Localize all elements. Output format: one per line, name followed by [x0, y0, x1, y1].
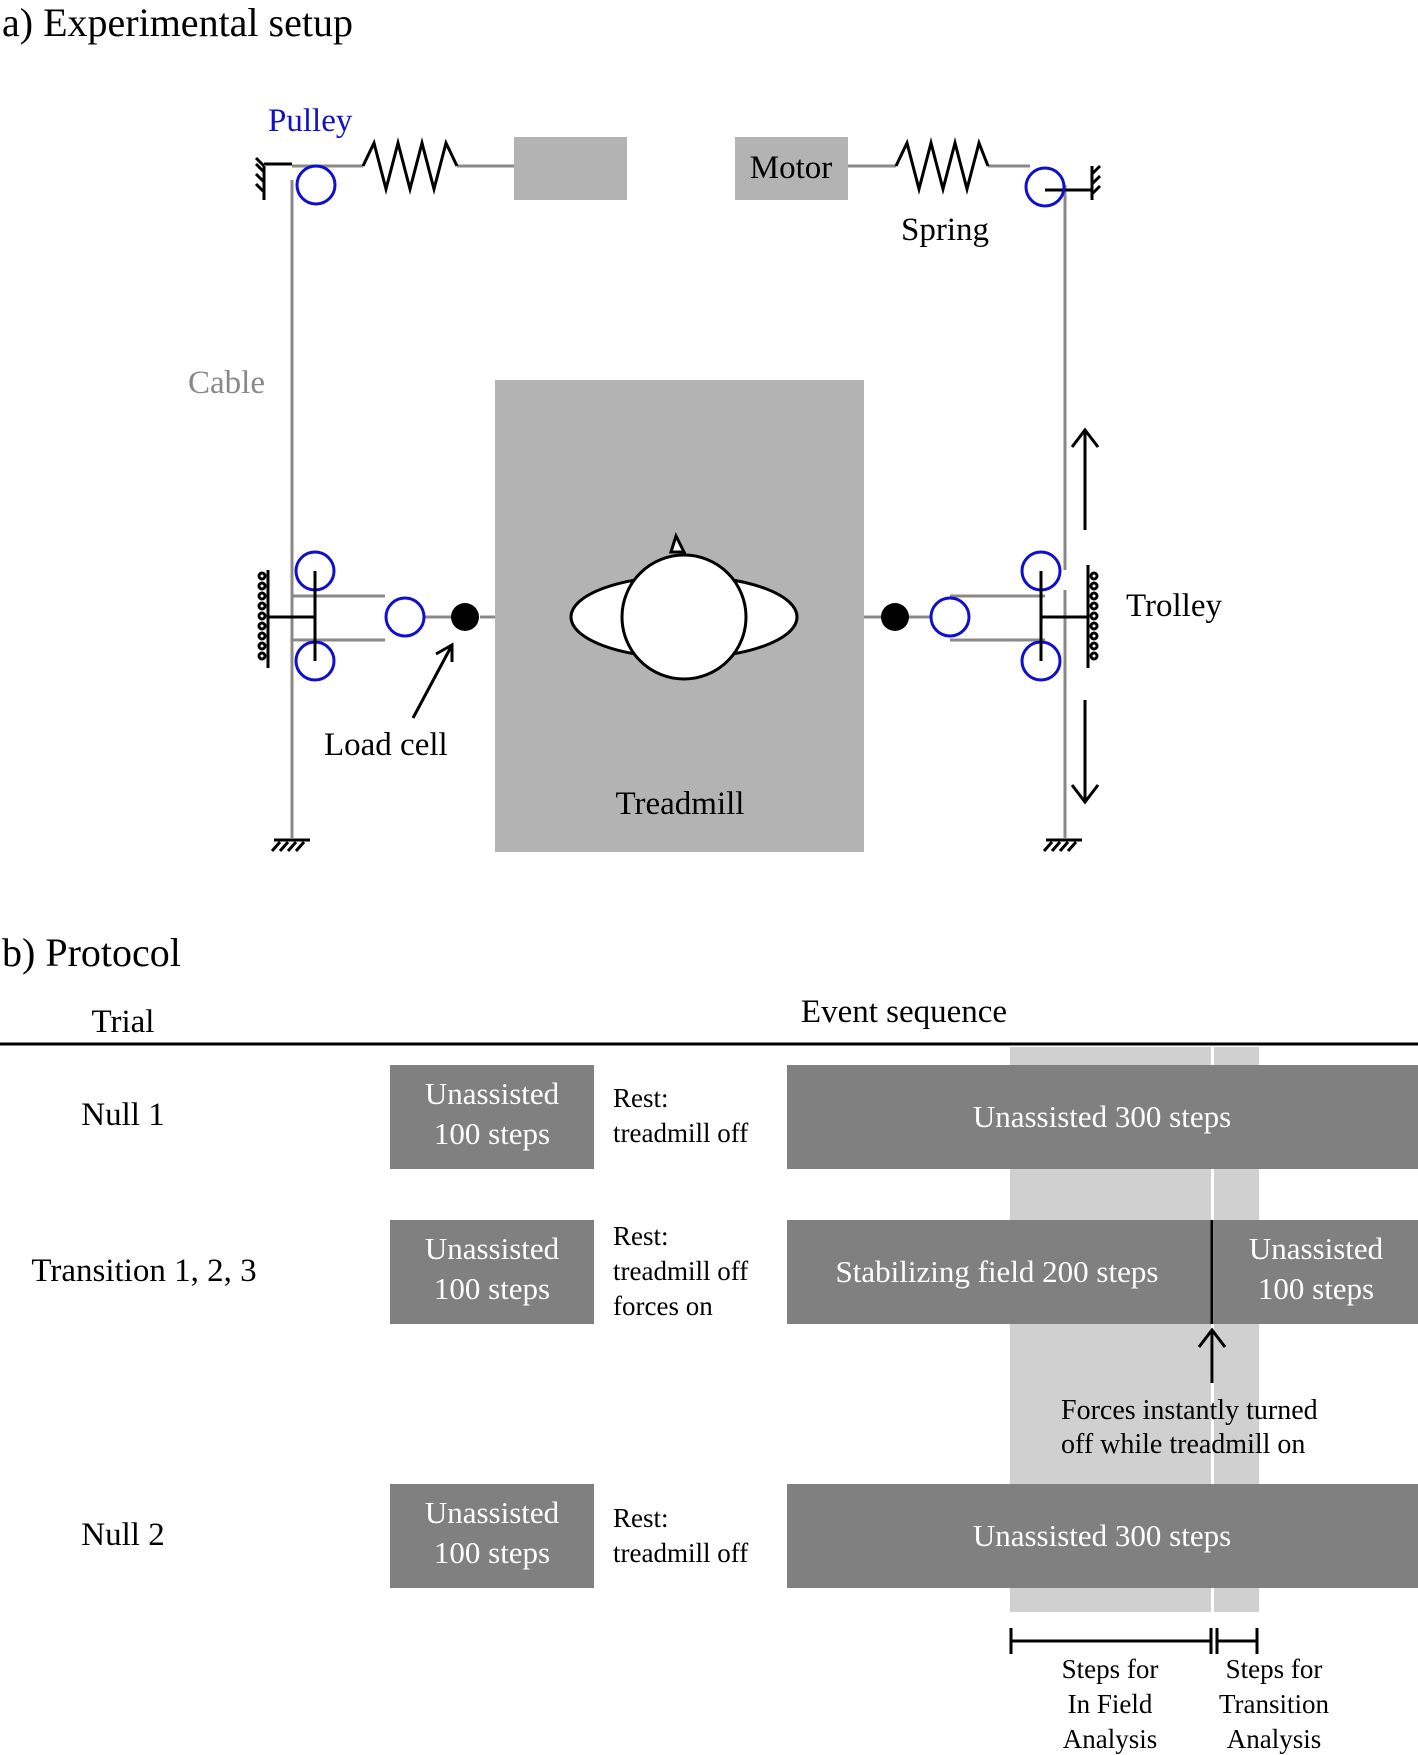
- trial-header: Trial: [92, 1004, 155, 1040]
- in-field-line2: In Field: [1068, 1689, 1153, 1719]
- annotation-line2: off while treadmill on: [1061, 1429, 1305, 1460]
- treadmill-label: Treadmill: [616, 786, 745, 822]
- panel-b-title: b) Protocol: [2, 930, 181, 975]
- main-block: [787, 1065, 1418, 1169]
- in-field-line1: Steps for: [1062, 1654, 1159, 1684]
- pulley-top-left: [295, 164, 337, 206]
- rest-line2: treadmill off: [613, 1538, 748, 1568]
- rest-line1: Rest:: [613, 1221, 669, 1251]
- cable-label: Cable: [188, 365, 265, 401]
- transition-line3: Analysis: [1227, 1724, 1322, 1754]
- pre-block-line2: 100 steps: [434, 1271, 550, 1306]
- pre-block-line1: Unassisted: [425, 1231, 560, 1266]
- left-motor-box: [514, 137, 627, 200]
- pre-block-line1: Unassisted: [425, 1076, 560, 1111]
- post-block: [1214, 1220, 1418, 1324]
- main-block: [787, 1484, 1418, 1588]
- load-cell-arrow: [411, 642, 454, 719]
- left-trolley: [257, 570, 317, 668]
- trolley-label: Trolley: [1126, 588, 1222, 624]
- row-null-2: Null 2 Unassisted 100 steps Rest: treadm…: [81, 1484, 1418, 1588]
- forces-off-arrow: [1197, 1327, 1227, 1383]
- right-trolley: [1039, 565, 1099, 668]
- main-block-label: Unassisted 300 steps: [973, 1099, 1231, 1134]
- ground-right: [1042, 838, 1082, 852]
- pulley-label: Pulley: [268, 103, 353, 139]
- cables: [290, 164, 1067, 838]
- panel-a-title: a) Experimental setup: [2, 0, 353, 45]
- post-block-line2: 100 steps: [1258, 1271, 1374, 1306]
- pre-block-line1: Unassisted: [425, 1495, 560, 1530]
- right-spring: [894, 137, 990, 195]
- row-null-1: Null 1 Unassisted 100 steps Rest: treadm…: [81, 1065, 1418, 1169]
- rest-line2: treadmill off: [613, 1256, 748, 1286]
- pulley-top-right: [1024, 166, 1066, 208]
- annotation-line1: Forces instantly turned: [1061, 1395, 1318, 1426]
- left-spring: [361, 137, 459, 195]
- post-block-line1: Unassisted: [1249, 1231, 1384, 1266]
- pre-block-line2: 100 steps: [434, 1116, 550, 1151]
- pulley-right-mid: [929, 596, 971, 638]
- pulley-left-mid: [384, 596, 426, 638]
- load-cell-label: Load cell: [324, 727, 448, 763]
- right-motor-box: [735, 137, 848, 200]
- in-field-line3: Analysis: [1063, 1724, 1158, 1754]
- pre-block-line2: 100 steps: [434, 1535, 550, 1570]
- load-cell-left: [451, 603, 479, 631]
- rest-line2: treadmill off: [613, 1118, 748, 1148]
- analysis-brackets: [1009, 1628, 1259, 1654]
- pre-block: [390, 1065, 594, 1169]
- pre-block: [390, 1484, 594, 1588]
- trial-label: Null 2: [81, 1517, 164, 1553]
- load-cell-right: [881, 603, 909, 631]
- top-right-anchor: [1045, 164, 1102, 200]
- main-block-label: Unassisted 300 steps: [973, 1518, 1231, 1553]
- transition-line1: Steps for: [1226, 1654, 1323, 1684]
- spring-label: Spring: [901, 212, 989, 248]
- rest-line1: Rest:: [613, 1083, 669, 1113]
- top-left-anchor: [254, 156, 292, 200]
- field-block: [787, 1220, 1211, 1324]
- rest-line1: Rest:: [613, 1503, 669, 1533]
- field-block-label: Stabilizing field 200 steps: [836, 1254, 1159, 1289]
- event-sequence-header: Event sequence: [801, 994, 1007, 1030]
- rest-line3: forces on: [613, 1291, 713, 1321]
- ground-left: [270, 838, 310, 852]
- trolley-motion-arrows: [1070, 427, 1100, 805]
- trial-label: Null 1: [81, 1097, 164, 1133]
- pre-block: [390, 1220, 594, 1324]
- motor-label: Motor: [750, 150, 833, 186]
- trial-label: Transition 1, 2, 3: [31, 1253, 256, 1289]
- transition-line2: Transition: [1219, 1689, 1330, 1719]
- row-transition: Transition 1, 2, 3 Unassisted 100 steps …: [31, 1220, 1418, 1324]
- walker: [569, 532, 799, 681]
